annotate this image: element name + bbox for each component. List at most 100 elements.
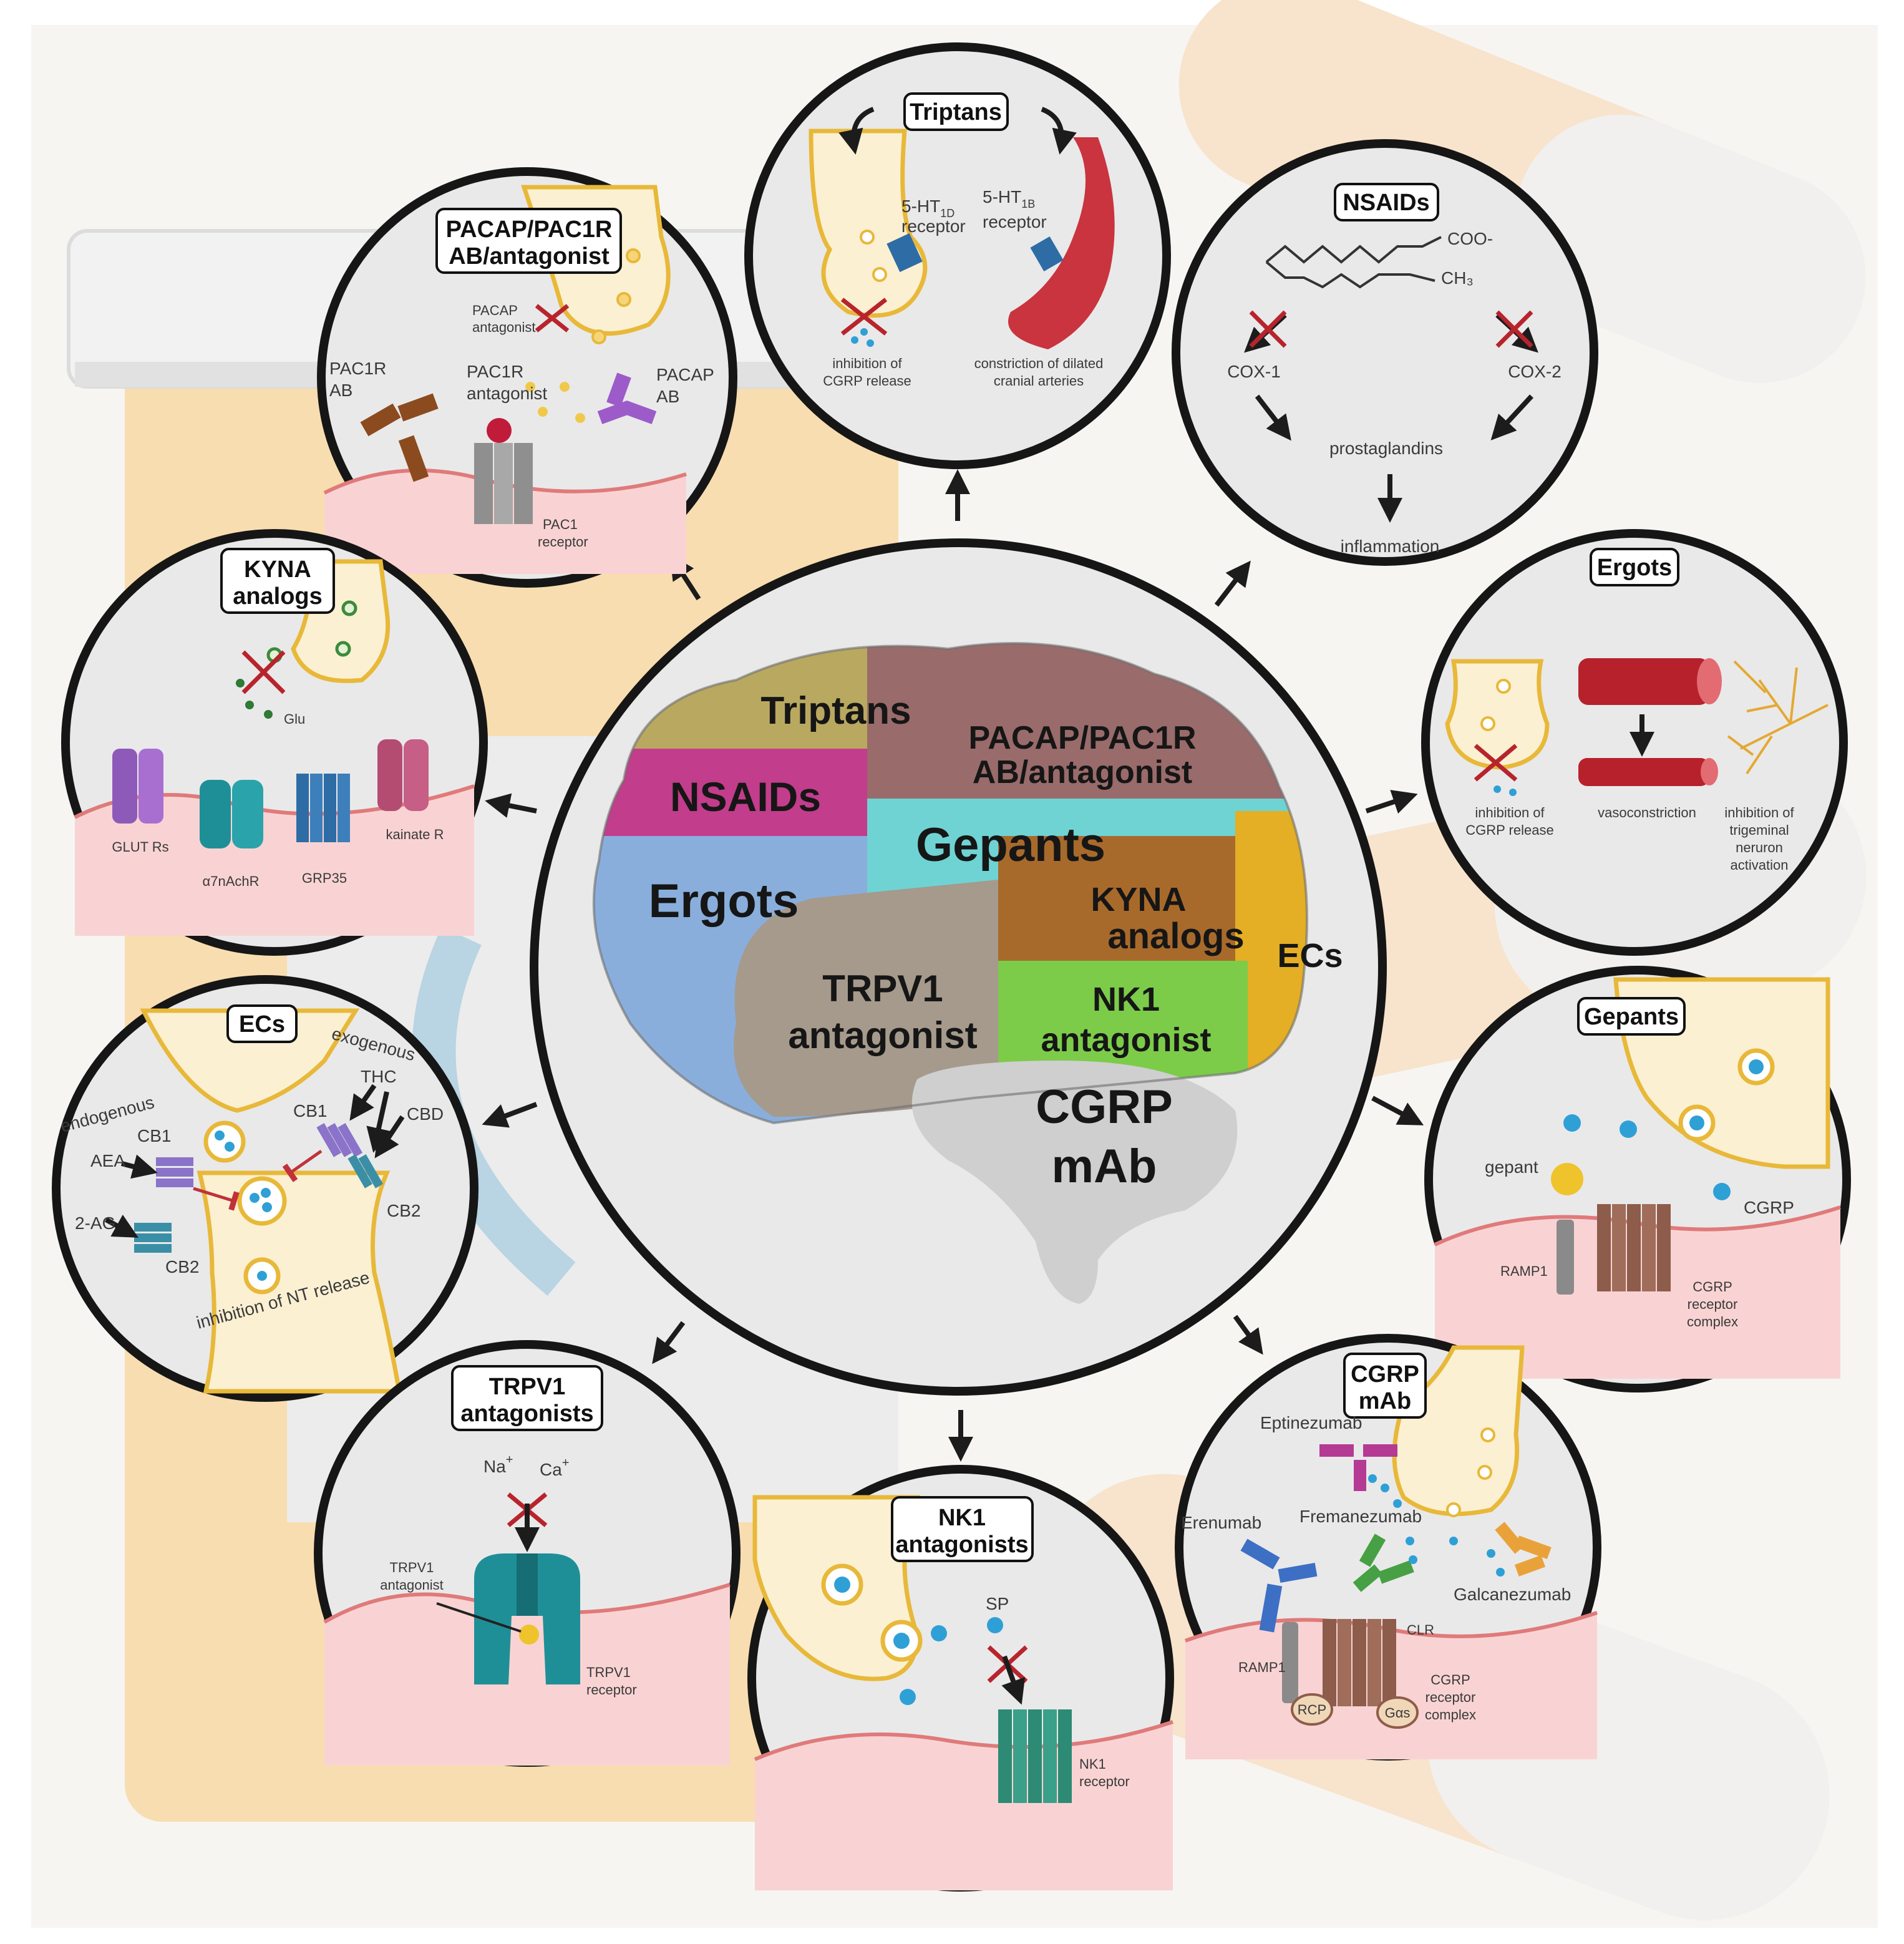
region-label-nsaids: NSAIDs [670,774,821,820]
panel-nsaids: NSAIDs COO- CH₃ COX-1 COX-2 prostaglandi… [1172,139,1598,566]
kyna-kainate: kainate R [386,827,444,842]
arrow-to-ecs [482,1102,538,1128]
cgrpmab-complex-l1: CGRP [1430,1672,1470,1688]
cgrp-receptor-complex [1597,1204,1671,1291]
gepants-title: Gepants [1577,997,1686,1036]
grp35-receptor [296,774,350,842]
pacap-antagonist-l2: antagonist [472,319,536,335]
region-label-triptans: Triptans [760,689,911,732]
svg-text:Gepants: Gepants [1584,1004,1679,1030]
vessel-dilated [1578,658,1722,705]
kyna-grp35: GRP35 [302,870,347,886]
panel-cgrp-mab: CGRP mAb [1175,1334,1601,1761]
ergots-inhibition-l2: CGRP release [1465,822,1553,838]
svg-text:Triptans: Triptans [910,99,1002,125]
triptans-r1d-label: 5-HT1D [901,197,954,220]
region-label-ergots: Ergots [649,875,799,928]
nsaids-prostaglandins: prostaglandins [1329,439,1443,458]
ergots-inhibition-l1: inhibition of [1475,805,1545,820]
ecs-aea: AEA [90,1151,125,1170]
region-label-cgrp-l2: mAb [1052,1140,1157,1193]
region-kyna [998,836,1260,967]
nsaids-cox2: COX-2 [1508,362,1562,381]
ecs-title: ECs [226,1004,298,1043]
gas-protein: Gαs [1376,1696,1419,1729]
cgrpmab-ramp1 [1282,1622,1298,1703]
pac1-receptor [474,418,533,524]
rcp-protein: RCP [1291,1693,1333,1726]
cgrpmab-clr-receptor [1323,1619,1396,1706]
panel-gepants: Gepants gepant CGRP RAMP1 CGRP receptor … [1424,966,1851,1392]
ergots-trigeminal-l1: inhibition of [1724,805,1794,820]
gepants-cgrp-label: CGRP [1744,1198,1794,1217]
pacap-antagonist-l1: PACAP [472,303,518,318]
galcanezumab-antibody [1495,1522,1552,1577]
nk1-sp-label: SP [986,1594,1009,1613]
svg-text:TRPV1: TRPV1 [489,1374,565,1400]
center-brain-panel: Triptans NSAIDs PACAP/PAC1R AB/antagonis… [530,538,1387,1396]
nsaids-title: NSAIDs [1334,183,1439,221]
pac1r-antagonist-l2: antagonist [467,384,547,403]
arrow-to-cgrpmab [1233,1315,1263,1355]
nk1-receptor [998,1709,1072,1803]
cgrpmab-erenumab: Erenumab [1181,1513,1261,1532]
gepants-gepant-label: gepant [1485,1157,1538,1177]
svg-text:KYNA: KYNA [244,556,311,583]
arrow-to-trpv1 [652,1321,686,1364]
region-cgrp-mab [911,1061,1238,1304]
svg-text:NSAIDs: NSAIDs [1343,190,1429,216]
cb2-receptor-left [134,1223,172,1253]
triptans-r1b-label: 5-HT1B [983,187,1035,210]
ecs-cb2-right: CB2 [387,1201,420,1220]
kyna-title: KYNA analogs [220,548,335,614]
trpv1-title: TRPV1 antagonists [451,1365,603,1431]
triptans-constriction-l1: constriction of dilated [974,356,1104,371]
nk1-title: NK1 antagonists [891,1496,1034,1562]
trpv1-receptor-l2: receptor [586,1682,637,1698]
pacap-antibody [597,372,657,424]
ergots-vasoconstriction: vasoconstriction [1598,805,1696,820]
trpv1-ca-ion: Ca+ [540,1456,569,1479]
panel-triptans: Triptans 5-HT1D receptor 5-HT1B receptor… [744,42,1171,469]
ergots-trigeminal-l3: neruron [1736,840,1783,855]
ergots-trigeminal-l4: activation [1731,857,1789,873]
vessel-constricted [1578,758,1718,786]
capsule-top [1178,0,1866,383]
nsaids-cox1: COX-1 [1227,362,1281,381]
triptans-r1d-receptor: receptor [901,216,966,236]
arrow-to-gepants [1371,1096,1424,1125]
triptans-constriction-l2: cranial arteries [994,373,1084,389]
svg-text:analogs: analogs [233,583,323,610]
region-label-pacap-l2: AB/antagonist [973,754,1192,790]
region-label-kyna-l1: KYNA [1090,881,1186,918]
cb2-receptor-right [347,1154,384,1188]
kainate-receptor [377,739,429,811]
region-label-nk1-l1: NK1 [1092,981,1160,1018]
region-label-trpv1-l1: TRPV1 [822,968,943,1009]
cgrpmab-fremanezumab: Fremanezumab [1299,1507,1422,1526]
triptans-inhibition-l2: CGRP release [823,373,911,389]
svg-text:ECs: ECs [239,1011,285,1038]
svg-text:antagonists: antagonists [895,1532,1028,1558]
kyna-a7nachr: α7nAchR [203,873,260,889]
panel-kyna: KYNA analogs Glu GLUT Rs α7nAchR GRP35 k… [61,529,488,956]
region-label-kyna-l2: analogs [1107,916,1244,956]
cb1-receptor-left [156,1157,193,1187]
pacap-ab-l2: AB [656,387,679,406]
nk1-receptor-l1: NK1 [1079,1756,1106,1772]
panel-nk1: NK1 antagonists SP NK1 receptor [747,1465,1174,1892]
nsaids-coo: COO- [1447,229,1493,248]
pac1r-ab-l1: PAC1R [329,359,386,378]
ecs-thc: THC [361,1067,397,1086]
cgrpmab-complex-l3: complex [1425,1707,1476,1723]
nsaids-inflammation: inflammation [1341,537,1440,556]
pac1r-antibody [360,393,439,482]
svg-text:NK1: NK1 [938,1505,986,1531]
triptans-inhibition-l1: inhibition of [832,356,902,371]
panel-ecs: ECs endogenous exogenous CB1 [52,975,478,1402]
pac1r-antagonist-l1: PAC1R [467,362,523,381]
ecs-cb1-right: CB1 [293,1101,327,1120]
cgrpmab-title: CGRP mAb [1343,1353,1427,1419]
svg-text:Gαs: Gαs [1385,1705,1411,1721]
svg-text:PACAP/PAC1R: PACAP/PAC1R [446,216,613,243]
